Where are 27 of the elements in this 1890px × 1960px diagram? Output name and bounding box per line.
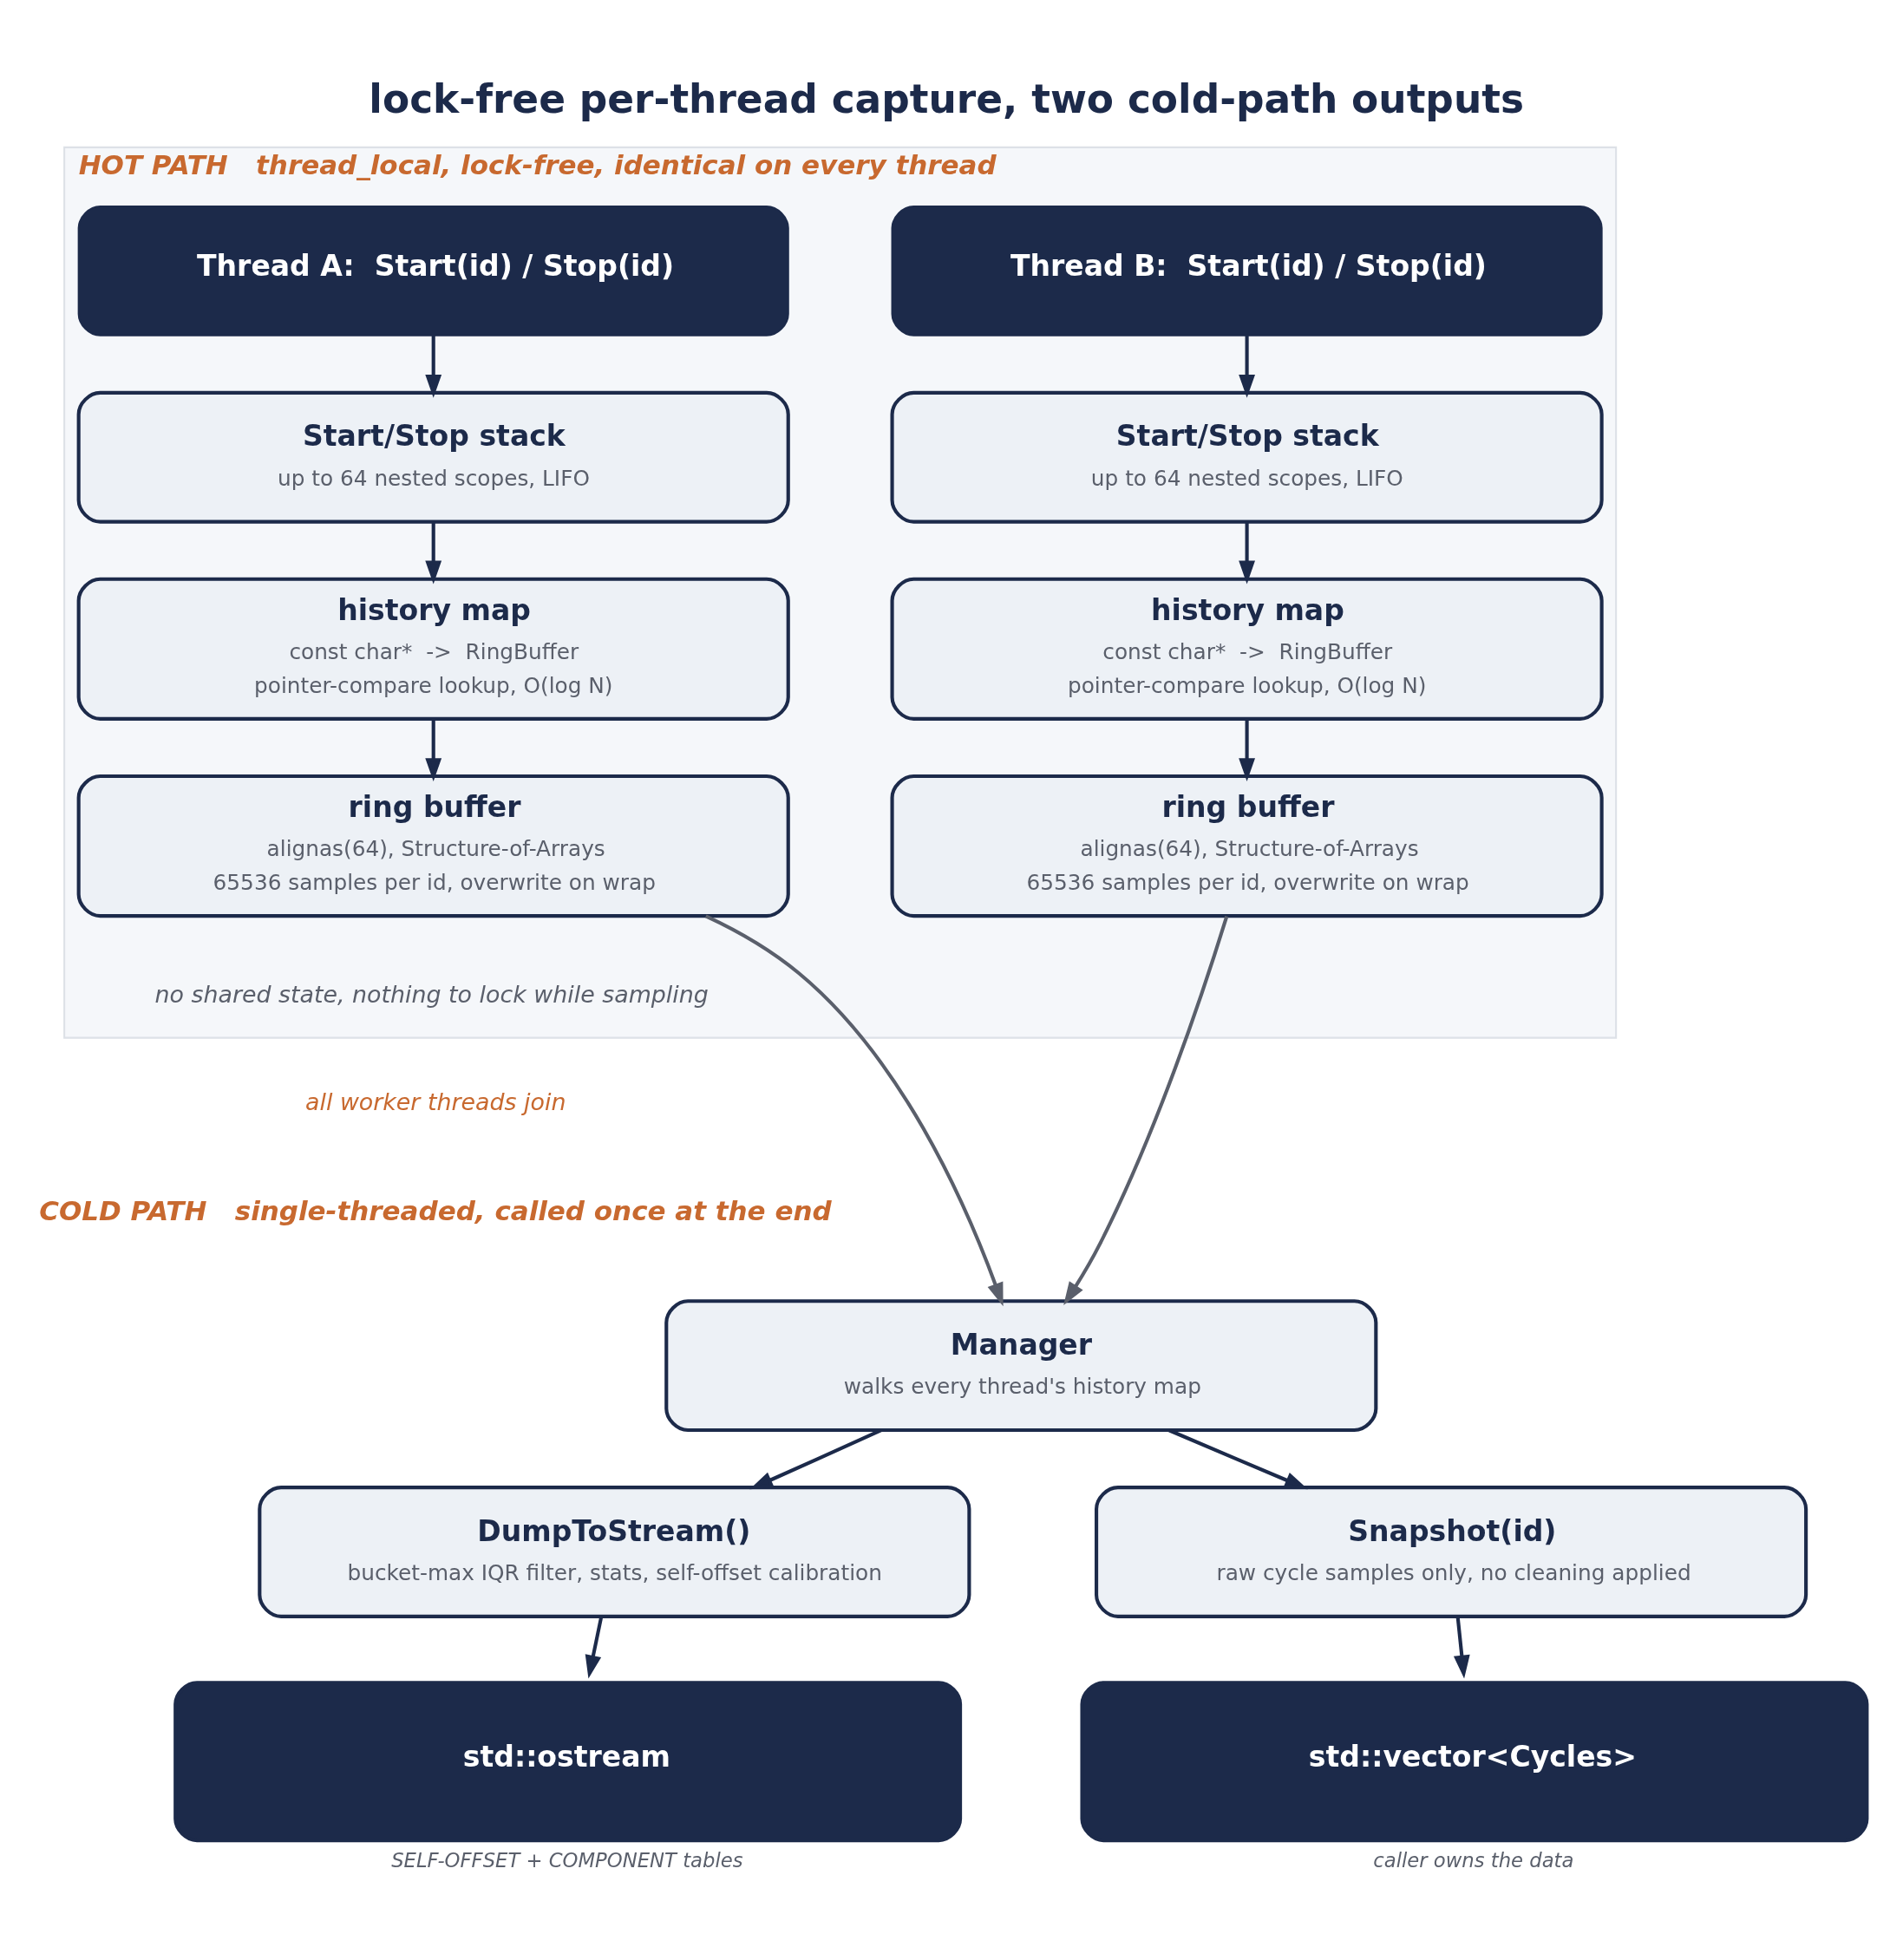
arrow [1239, 521, 1255, 585]
arrow [425, 718, 442, 781]
arrow [425, 335, 442, 398]
node-box: DumpToStream() bucket-max IQR filter, stats, self-offset calibration [258, 1485, 971, 1618]
node-box: Thread A: Start(id) / Stop(id) [77, 205, 789, 336]
node-box: ring buffer alignas(64), Structure-of-Arrays 65536 samples per id, overwrite on wrap [76, 774, 790, 918]
arrow [1239, 718, 1255, 781]
arrow [1453, 1616, 1470, 1679]
node-label: SELF-OFFSET + COMPONENT tables [391, 1848, 743, 1872]
node-box: history map const char* -> RingBuffer pointer-compare lookup, O(log N) [76, 577, 790, 721]
node-box: ring buffer alignas(64), Structure-of-Arrays 65536 samples per id, overwrite on wrap [890, 774, 1604, 918]
label: COLD PATH single-threaded, called once at the end [39, 1194, 832, 1226]
label: all worker threads join [305, 1088, 566, 1115]
node-box: Snapshot(id) raw cycle samples only, no cleaning applied [1095, 1485, 1808, 1618]
node-box: history map const char* -> RingBuffer pointer-compare lookup, O(log N) [890, 577, 1604, 721]
node-box: Start/Stop stack up to 64 nested scopes, LIFO [890, 390, 1604, 524]
node-box: Start/Stop stack up to 64 nested scopes, LIFO [76, 390, 790, 524]
node-label: caller owns the data [1373, 1848, 1574, 1872]
arrow [1239, 335, 1255, 398]
node-box: Thread B: Start(id) / Stop(id) [891, 205, 1603, 336]
arrow [704, 914, 1004, 1306]
label: no shared state, nothing to lock while sampling [154, 980, 709, 1008]
arrow [1063, 915, 1229, 1305]
arrow [585, 1616, 604, 1678]
node-box: Manager walks every thread's history map [664, 1298, 1378, 1432]
diagram-title: lock-free per-thread capture, two cold-path outputs [369, 75, 1525, 122]
arrow [425, 521, 442, 585]
